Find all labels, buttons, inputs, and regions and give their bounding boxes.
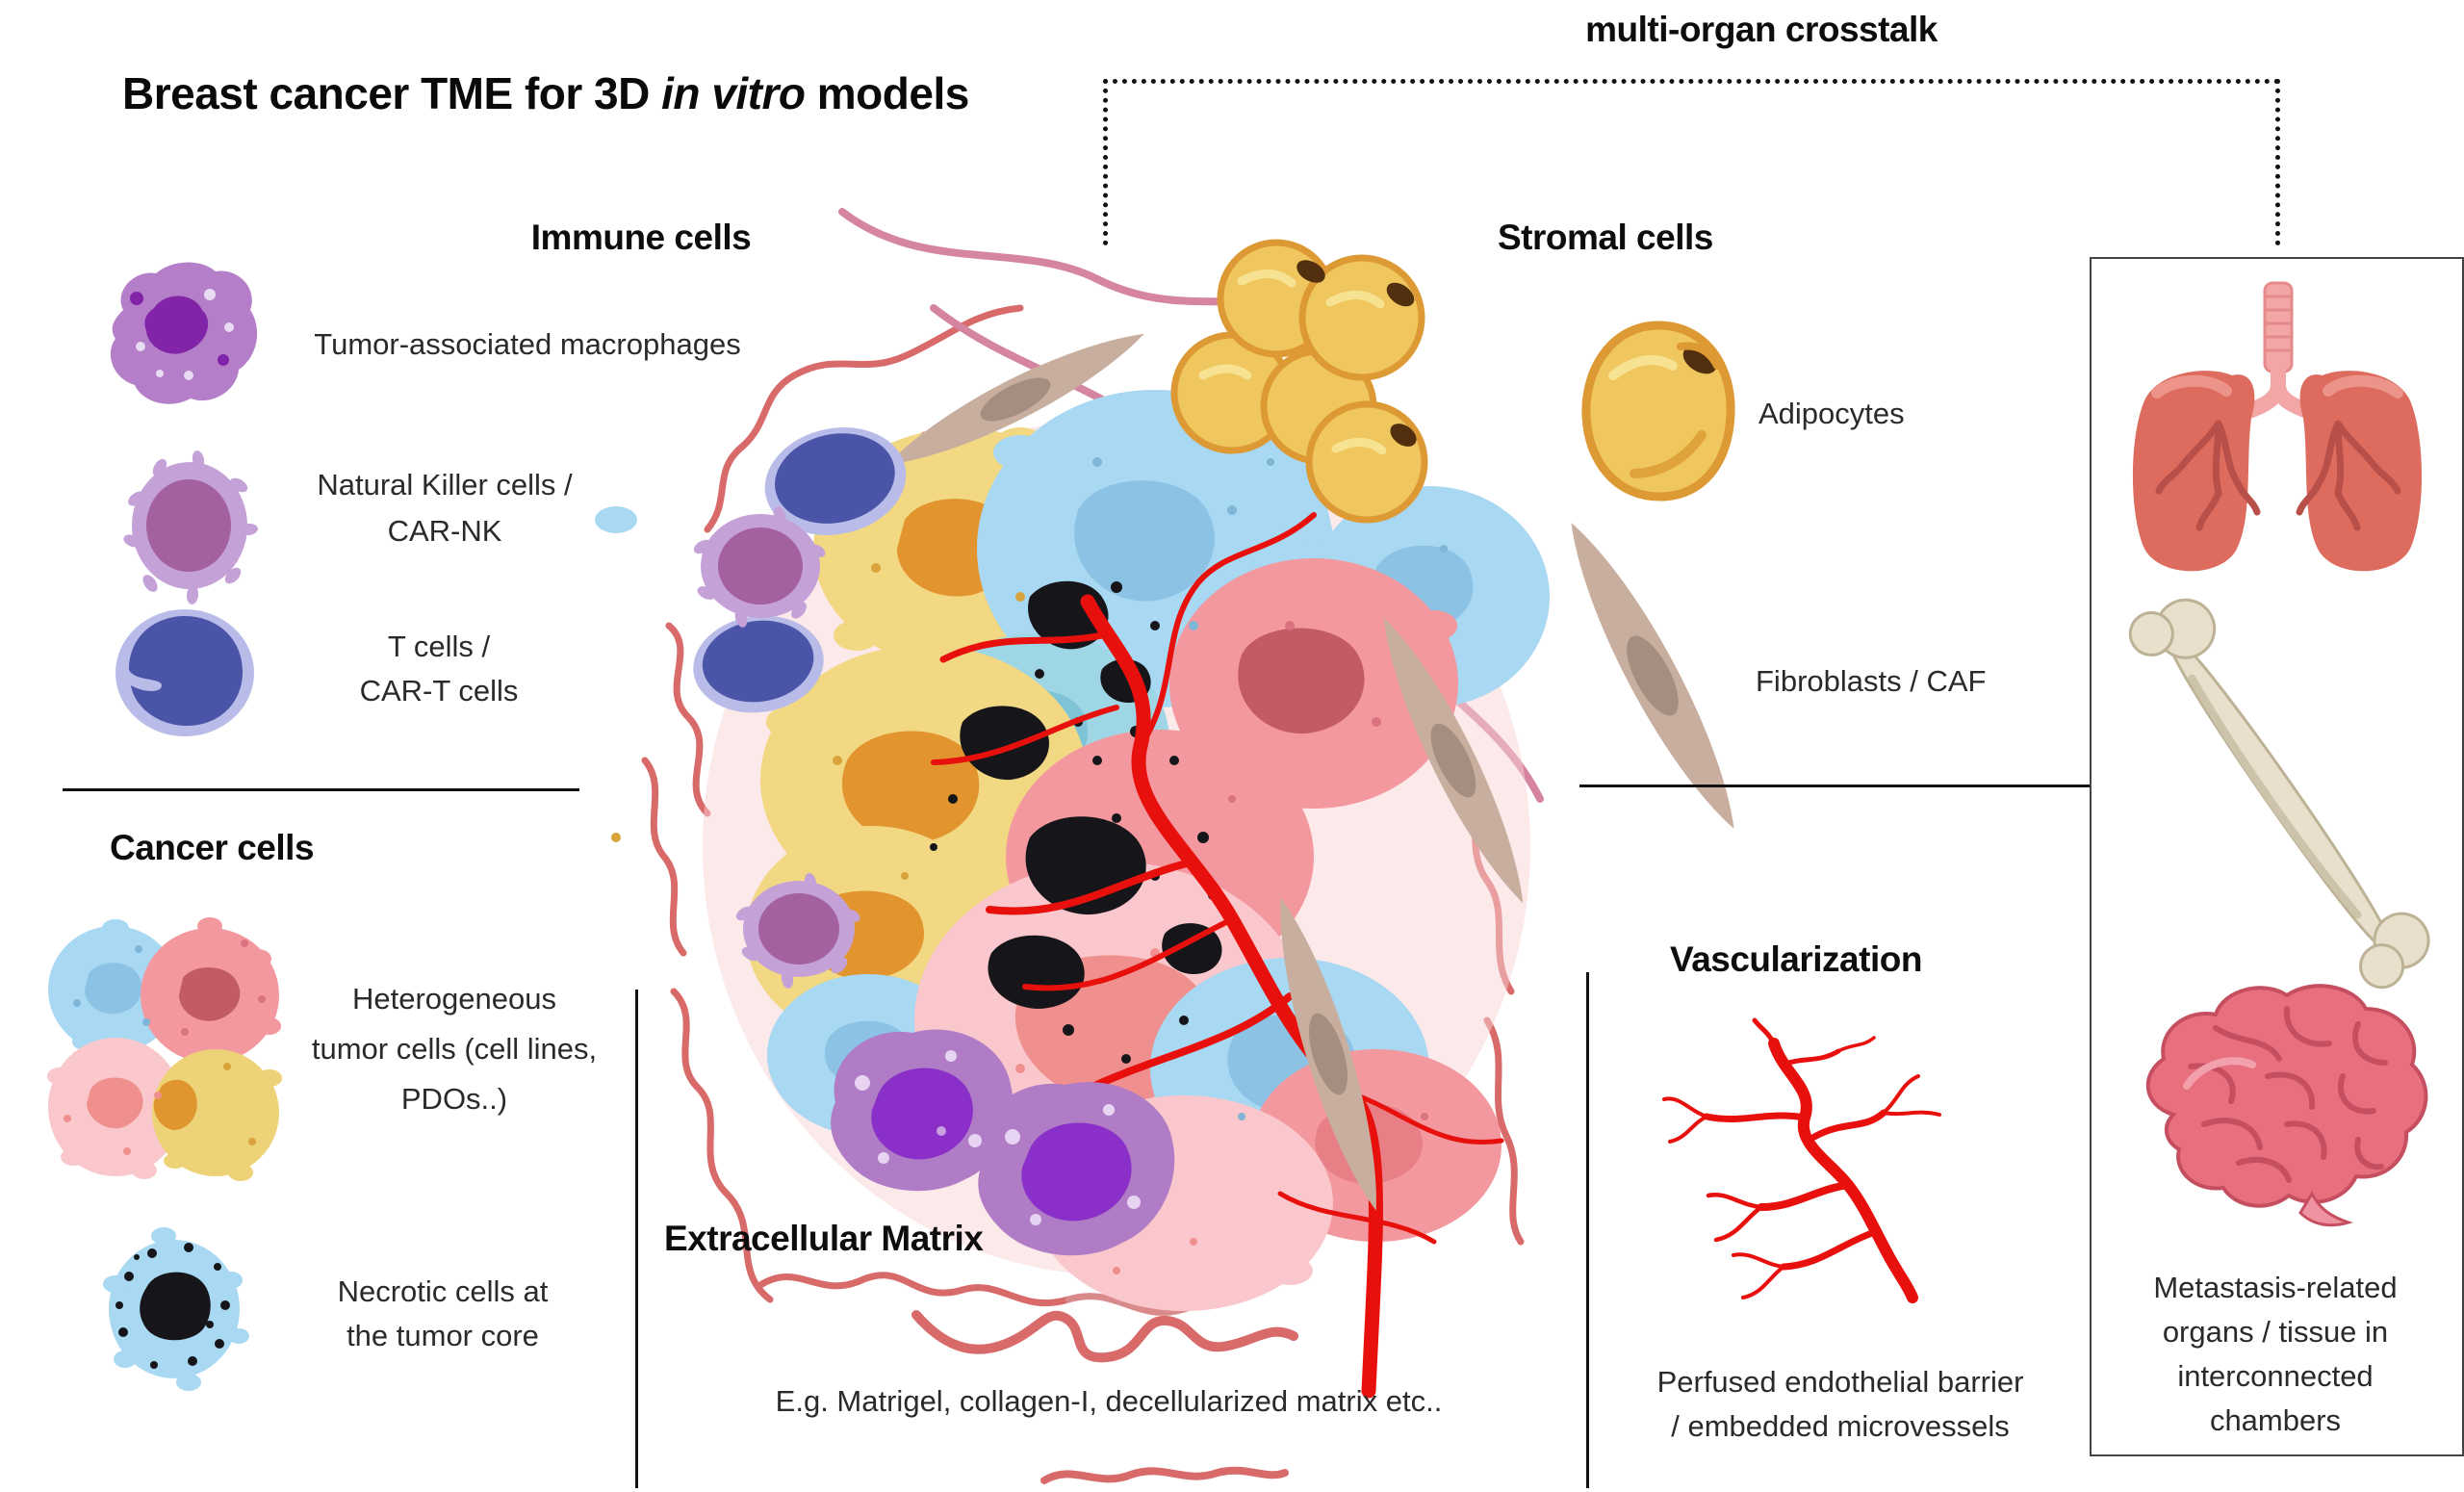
cancer-item-label: the tumor core bbox=[346, 1319, 539, 1352]
fibroblast-icon bbox=[1571, 523, 1734, 829]
cancer-section-header: Cancer cells bbox=[110, 828, 315, 867]
adipocyte-icon bbox=[1581, 321, 1735, 502]
cancer-item-label: tumor cells (cell lines, bbox=[311, 1032, 598, 1066]
ecm-vascularization-divider bbox=[1586, 972, 1589, 1488]
adipocyte-cluster-details bbox=[1198, 270, 1387, 455]
ecm-bottom-squiggle bbox=[1040, 1466, 1289, 1484]
lungs-icon bbox=[2132, 281, 2423, 572]
stromal-section-header: Stromal cells bbox=[1498, 218, 1713, 257]
t-cell-icon bbox=[116, 609, 254, 736]
page-title: Breast cancer TME for 3D in vitro models bbox=[122, 68, 969, 118]
nk-cell-icon bbox=[123, 450, 258, 605]
metastasis-caption: Metastasis-related bbox=[2153, 1271, 2398, 1304]
tumor-macrophages bbox=[831, 1029, 1175, 1256]
tumor-nk-cells bbox=[693, 506, 860, 989]
vascularization-section-header: Vascularization bbox=[1670, 939, 1922, 979]
cancer-ecm-divider bbox=[635, 990, 638, 1488]
heterogeneous-tumor-cells-icon bbox=[47, 917, 282, 1181]
stromal-item-label: Adipocytes bbox=[1758, 397, 1905, 430]
adipocyte-cluster-nuclei bbox=[1296, 260, 1417, 447]
immune-item-label: CAR-T cells bbox=[359, 674, 519, 707]
tumor-t-cells bbox=[693, 427, 907, 713]
crosstalk-bracket bbox=[1103, 79, 2280, 245]
crosstalk-label: multi-organ crosstalk bbox=[1585, 10, 1938, 49]
immune-cancer-divider bbox=[63, 788, 579, 791]
immune-section-header: Immune cells bbox=[530, 218, 752, 257]
metastasis-caption: interconnected bbox=[2177, 1359, 2374, 1393]
tumor-blood-vessels bbox=[931, 512, 1504, 1399]
immune-item-label: CAR-NK bbox=[387, 514, 502, 548]
bone-icon bbox=[2128, 598, 2430, 990]
metastasis-caption: organs / tissue in bbox=[2162, 1315, 2389, 1349]
metastasis-caption: chambers bbox=[2209, 1403, 2342, 1437]
immune-item-label: Natural Killer cells / bbox=[317, 468, 573, 502]
stromal-vascularization-divider bbox=[1579, 785, 2090, 787]
macrophage-icon bbox=[110, 262, 258, 404]
vascularization-caption: / embedded microvessels bbox=[1671, 1409, 2010, 1443]
microvessel-tree-icon bbox=[1662, 1017, 1941, 1303]
tumor-fibroblasts bbox=[886, 333, 1524, 1211]
immune-item-label: Tumor-associated macrophages bbox=[314, 327, 741, 361]
adipocyte-cluster bbox=[1170, 239, 1428, 524]
ecm-caption: E.g. Matrigel, collagen-I, decellularize… bbox=[775, 1384, 1443, 1418]
vascularization-caption: Perfused endothelial barrier bbox=[1656, 1365, 2024, 1399]
necrotic-cell-icon bbox=[103, 1227, 249, 1391]
cancer-item-label: PDOs..) bbox=[400, 1082, 508, 1116]
brain-icon bbox=[2145, 984, 2428, 1227]
immune-item-label: T cells / bbox=[387, 630, 491, 663]
cancer-item-label: Necrotic cells at bbox=[337, 1274, 549, 1308]
matrix-squiggle-icon bbox=[911, 1310, 1298, 1363]
ecm-section-header: Extracellular Matrix bbox=[664, 1219, 984, 1258]
stromal-item-label: Fibroblasts / CAF bbox=[1756, 664, 1987, 698]
cancer-item-label: Heterogeneous bbox=[352, 982, 556, 1016]
breast-tumor-microenvironment-illustration bbox=[595, 208, 1550, 1399]
